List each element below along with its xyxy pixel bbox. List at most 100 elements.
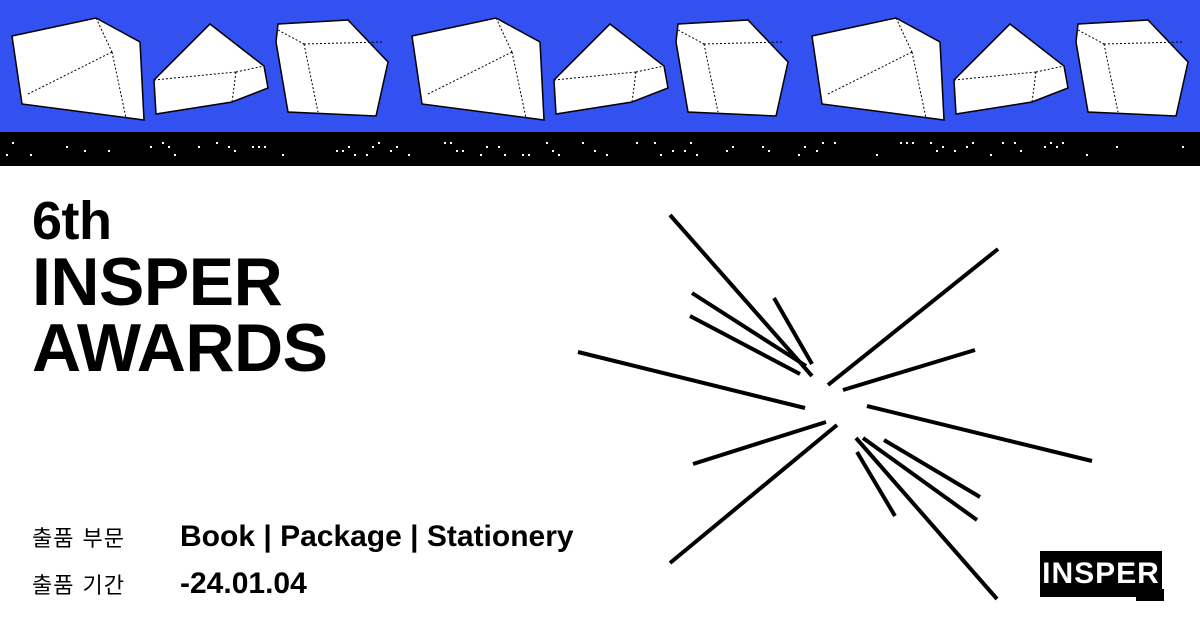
strip-dot: [594, 150, 596, 152]
strip-dot: [84, 150, 86, 152]
strip-dot: [150, 146, 152, 148]
strip-dot: [966, 146, 968, 148]
insper-logo: INSPER: [1040, 551, 1164, 601]
strip-dot: [972, 142, 974, 144]
fold-line: [1103, 41, 1183, 45]
fold-line: [231, 71, 237, 103]
fold-line: [111, 51, 127, 119]
strip-dot: [378, 142, 380, 144]
strip-dot: [444, 142, 446, 144]
fold-line: [703, 43, 719, 113]
category-value: Book | Package | Stationery: [180, 520, 574, 553]
strip-dot: [954, 150, 956, 152]
fold-line: [953, 71, 1037, 81]
strip-dot: [228, 146, 230, 148]
period-value: -24.01.04: [180, 567, 307, 600]
edition-label: 6th: [32, 191, 112, 251]
paper-fold-shapes: [11, 17, 1189, 121]
category-label: 출품 부문: [32, 527, 125, 552]
strip-dot: [768, 150, 770, 152]
strip-dot: [726, 150, 728, 152]
strip-dot: [252, 146, 254, 148]
fold-line: [635, 65, 665, 73]
strip-dot: [348, 146, 350, 148]
strip-dot: [168, 146, 170, 148]
strip-dot: [834, 142, 836, 144]
fold-line: [631, 71, 637, 103]
strip-dot: [30, 154, 32, 156]
strip-dot: [450, 142, 452, 144]
fold-line: [1031, 71, 1037, 103]
strip-dot: [234, 150, 236, 152]
strip-dot: [498, 146, 500, 148]
strip-dot: [798, 154, 800, 156]
strip-dot: [390, 150, 392, 152]
fold-line: [153, 71, 237, 81]
strip-dot: [12, 142, 14, 144]
strip-dot: [558, 154, 560, 156]
fold-line: [677, 29, 705, 45]
strip-dot: [684, 150, 686, 152]
strip-dot: [936, 150, 938, 152]
fold-line: [235, 65, 265, 73]
strip-dot: [672, 150, 674, 152]
paper-fold-shape: [411, 17, 545, 121]
strip-dot: [282, 154, 284, 156]
strip-dot: [480, 154, 482, 156]
event-title: 6th INSPER AWARDS: [32, 191, 328, 382]
fold-line: [553, 71, 637, 81]
strip-dot: [690, 142, 692, 144]
strip-dot: [162, 142, 164, 144]
strip-dot: [504, 154, 506, 156]
strip-dot: [762, 146, 764, 148]
period-label: 출품 기간: [32, 574, 125, 599]
strip-dot: [522, 154, 524, 156]
strip-dot: [366, 154, 368, 156]
fold-line: [703, 41, 783, 45]
dotted-strip: [0, 132, 1200, 166]
paper-fold-shape: [553, 23, 669, 115]
strip-dot: [546, 142, 548, 144]
strip-dot: [906, 142, 908, 144]
strip-dot: [462, 150, 464, 152]
strip-dot: [552, 150, 554, 152]
strip-dot: [66, 146, 68, 148]
strip-dot: [354, 154, 356, 156]
starburst-illustration: [577, 213, 1093, 601]
strip-dot: [606, 154, 608, 156]
strip-dot: [216, 142, 218, 144]
strip-dot: [1086, 154, 1088, 156]
strip-dot: [1062, 142, 1064, 144]
strip-dot: [336, 150, 338, 152]
strip-dot: [876, 154, 878, 156]
strip-dot: [198, 146, 200, 148]
fold-line: [1035, 65, 1065, 73]
strip-dot: [1050, 142, 1052, 144]
strip-dot: [528, 154, 530, 156]
strip-dot: [108, 150, 110, 152]
strip-dot: [396, 146, 398, 148]
strip-dot: [258, 146, 260, 148]
fold-line: [1103, 43, 1119, 113]
strip-dot: [816, 150, 818, 152]
fold-line: [911, 51, 927, 119]
strip-dot: [582, 142, 584, 144]
top-banner: [0, 0, 1200, 132]
strip-dot: [486, 146, 488, 148]
strip-dot: [900, 142, 902, 144]
strip-dot: [1020, 150, 1022, 152]
strip-dot: [1056, 146, 1058, 148]
strip-dot: [654, 142, 656, 144]
paper-fold-shape: [11, 17, 145, 121]
strip-dot: [1182, 146, 1184, 148]
period-row: 출품 기간 -24.01.04: [32, 564, 307, 604]
strip-dot: [1014, 142, 1016, 144]
strip-dot: [1044, 146, 1046, 148]
paper-fold-shape: [153, 23, 269, 115]
strip-dot: [372, 146, 374, 148]
strip-dot: [942, 146, 944, 148]
strip-dot: [660, 154, 662, 156]
strip-dot: [912, 142, 914, 144]
fold-line: [277, 29, 305, 45]
strip-dot: [930, 142, 932, 144]
